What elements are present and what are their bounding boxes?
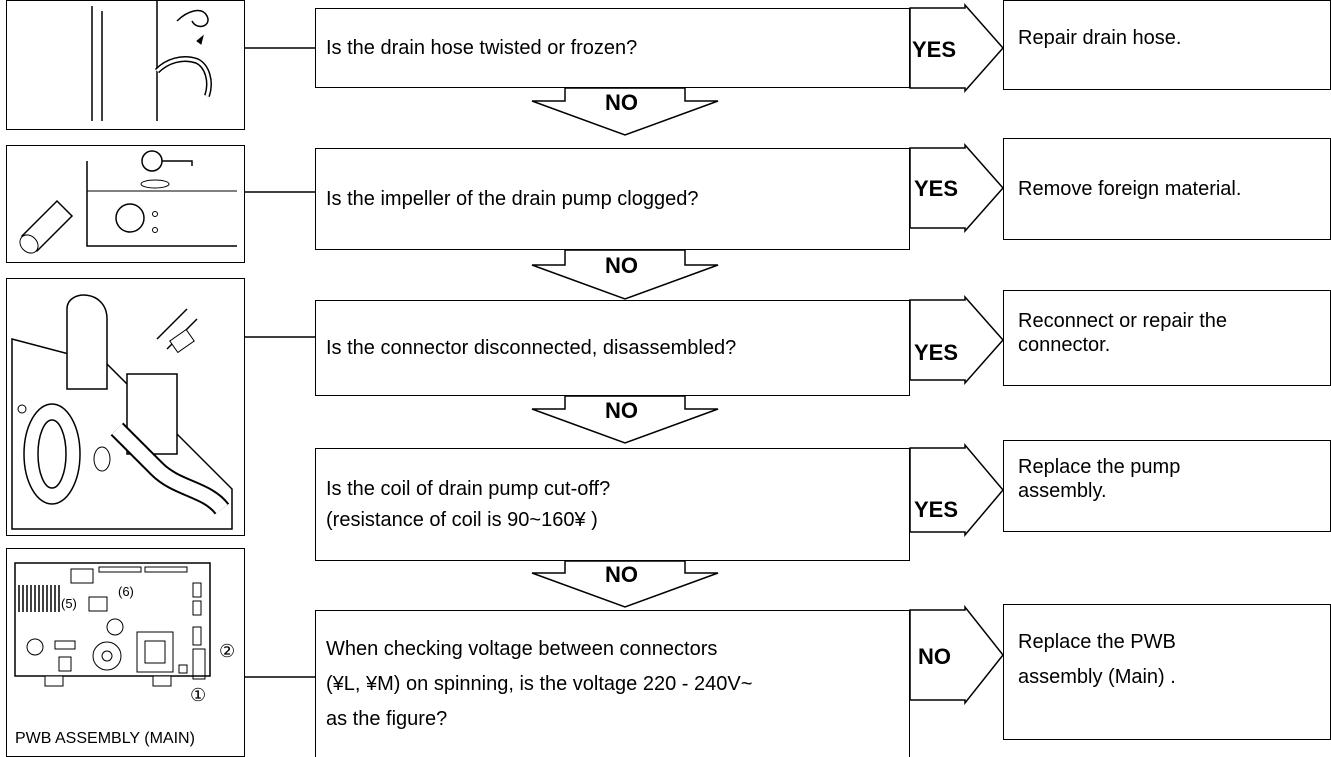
down-arrow-1 [531,87,719,136]
question-box-3: Is the connector disconnected, disassemb… [315,300,910,396]
no-label-right-5: NO [918,644,951,669]
action-box-3: Reconnect or repair the connector. [1003,290,1331,386]
down-arrow-4 [531,560,719,608]
marker-1: ① [190,685,207,705]
question-box-4: Is the coil of drain pump cut-off? (resi… [315,448,910,561]
action-box-5: Replace the PWB assembly (Main) . [1003,604,1331,740]
question-text-5c: as the figure? [326,707,448,730]
question-text-1: Is the drain hose twisted or frozen? [326,36,638,59]
drain-hose-illustration [6,0,245,130]
yes-label-1: YES [912,37,957,62]
question-box-5: When checking voltage between connectors… [315,610,910,757]
action-text-4b: assembly. [1018,480,1107,502]
question-text-3: Is the connector disconnected, disassemb… [326,336,737,359]
yes-label-2: YES [914,176,959,201]
down-arrow-2 [531,249,719,300]
question-text-5a: When checking voltage between connectors [326,637,718,660]
action-text-4a: Replace the pump [1018,456,1181,478]
yes-label-3: YES [914,340,959,365]
question-box-1: Is the drain hose twisted or frozen? [315,8,910,88]
no-label-4: NO [605,562,638,587]
question-text-2: Is the impeller of the drain pump clogge… [326,187,699,210]
pwb-assembly-label: PWB ASSEMBLY (MAIN) [15,730,195,747]
action-text-1: Repair drain hose. [1018,27,1182,49]
right-arrow-5 [909,604,1004,706]
action-text-2: Remove foreign material. [1018,178,1242,200]
right-arrow-1 [909,3,1005,93]
pwb-assembly-illustration: (5) (6) ② ① PWB ASSEMBLY (MAIN) [6,548,245,757]
right-arrow-4 [909,442,1004,538]
marker-5: (5) [61,596,77,611]
marker-2: ② [219,641,236,661]
action-box-1: Repair drain hose. [1003,0,1331,90]
question-text-4b: (resistance of coil is 90~160¥ ) [326,508,598,531]
no-label-2: NO [605,253,638,278]
action-text-5b: assembly (Main) . [1018,666,1176,688]
connector-illustration [6,278,245,536]
question-box-2: Is the impeller of the drain pump clogge… [315,148,910,250]
drain-pump-illustration [6,145,245,263]
question-text-4a: Is the coil of drain pump cut-off? [326,477,611,500]
action-text-3a: Reconnect or repair the [1018,310,1228,332]
yes-label-4: YES [914,497,959,522]
marker-6: (6) [118,584,134,599]
action-text-3b: connector. [1018,334,1111,356]
right-arrow-2 [909,143,1005,233]
action-box-2: Remove foreign material. [1003,138,1331,240]
down-arrow-3 [531,395,719,444]
question-text-5b: (¥L, ¥M) on spinning, is the voltage 220… [326,672,753,695]
action-text-5a: Replace the PWB [1018,631,1176,653]
action-box-4: Replace the pump assembly. [1003,440,1331,532]
no-label-1: NO [605,90,638,115]
right-arrow-3 [909,295,1005,385]
no-label-3: NO [605,398,638,423]
